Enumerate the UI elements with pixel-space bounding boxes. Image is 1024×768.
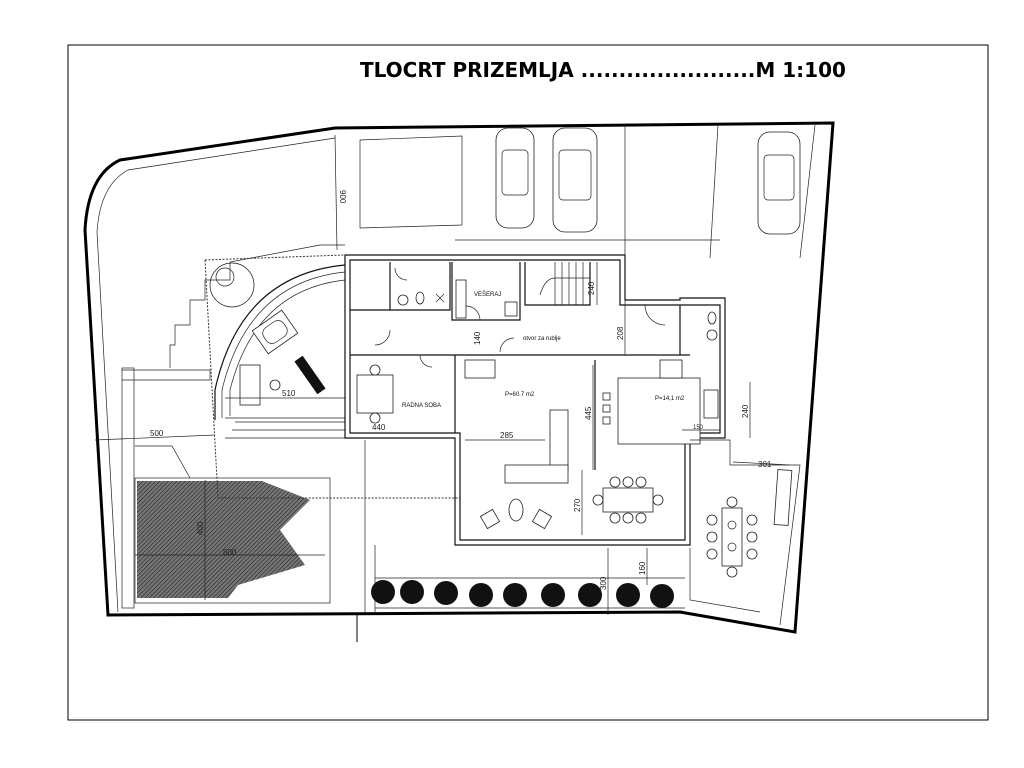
dim-stair-depth: 240 [587, 281, 596, 295]
armchair-icon [479, 508, 501, 530]
garden-steps [169, 244, 345, 368]
room-label-laundry-hatch: otvor za rublje [523, 336, 561, 342]
sink-icon [706, 329, 718, 341]
dimension-line [334, 134, 338, 251]
terrace-outline [204, 254, 460, 499]
terrace-arc-outer [214, 264, 346, 420]
dim-front-yard-depth: 300 [599, 576, 608, 590]
dim-hedge-offset: 160 [638, 561, 647, 575]
tree-icon [209, 262, 255, 308]
dim-study-width: 440 [372, 423, 386, 432]
armchair-icon [531, 508, 553, 530]
bathtub-icon [455, 279, 467, 319]
dining-table-indoor [592, 476, 664, 524]
drawing-title: TLOCRT PRIZEMLJA .......................… [360, 58, 846, 82]
shrub-icon [578, 583, 602, 607]
dim-kitchen-wall: 240 [741, 404, 750, 418]
washing-machine-icon [504, 301, 518, 317]
fitness-equipment-icon [269, 379, 281, 391]
pool-steps [135, 445, 191, 479]
inner-boundary [96, 137, 336, 613]
tree-icon [215, 267, 235, 287]
coffee-table-icon [508, 498, 524, 522]
sheet-frame [67, 44, 989, 721]
dim-parking-depth: 900 [338, 190, 347, 204]
stool-icon [602, 392, 611, 401]
door-swings [374, 267, 666, 368]
chair-icon [369, 364, 381, 376]
car-icon [495, 127, 535, 229]
sink-icon [397, 294, 409, 306]
shrub-icon [371, 580, 395, 604]
dim-corridor-depth: 140 [473, 331, 482, 345]
chair-icon [369, 412, 381, 424]
dim-pool-depth: 400 [196, 521, 205, 535]
dim-terrace-width: 510 [282, 389, 296, 398]
sunbed-icon [239, 364, 261, 406]
terrace-arc-inner [221, 271, 346, 418]
dim-pool-width: 800 [223, 548, 237, 557]
shrub-icon [616, 583, 640, 607]
dimension-line [732, 461, 791, 466]
shrub-icon [541, 583, 565, 607]
dim-living-depth: 445 [584, 406, 593, 420]
garden-wall-left [121, 367, 135, 609]
car-icon [757, 131, 801, 235]
driveway-lines [455, 124, 816, 259]
shrub-icon [469, 583, 493, 607]
dim-garden-width: 500 [150, 429, 164, 438]
patio-outline [689, 439, 801, 626]
car-icon [552, 127, 598, 233]
site-boundary [83, 121, 835, 634]
dim-kitchen-counter: 150 [693, 425, 704, 431]
shower-icon [435, 293, 445, 303]
shrub-icon [434, 581, 458, 605]
shrub-icon [650, 584, 674, 608]
toilet-icon [707, 311, 717, 325]
desk-icon [356, 374, 394, 414]
interior-walls [350, 262, 690, 470]
staircase [539, 262, 590, 305]
garden-wall [122, 369, 211, 381]
dimension-line [94, 434, 216, 441]
shrub-icon [503, 583, 527, 607]
dim-hall-depth: 208 [616, 326, 625, 340]
pool-surround [134, 477, 331, 604]
room-label-kitchen-area: P=14,1 m2 [655, 396, 685, 402]
sofa-icon [549, 409, 569, 471]
bench-icon [294, 355, 326, 395]
cooktop-icon [659, 359, 683, 379]
stove-icon [464, 359, 496, 379]
shrub-icon [400, 580, 424, 604]
room-label-living-area: P=60.7 m2 [505, 392, 535, 398]
toilet-icon [415, 291, 425, 305]
room-label-study: RADNA SOBA [402, 403, 441, 409]
front-yard-lines [364, 440, 685, 612]
pool-water [137, 481, 310, 598]
jacuzzi-icon [251, 309, 299, 355]
sink-icon [703, 389, 719, 419]
dim-living-width: 285 [500, 431, 514, 440]
room-label-laundry: VEŠERAJ [474, 291, 501, 298]
stool-icon [602, 404, 611, 413]
stool-icon [602, 416, 611, 425]
hedge-shrubs [371, 580, 674, 608]
dim-dining-depth: 270 [573, 498, 582, 512]
dining-table-outdoor [706, 496, 758, 578]
kitchen-island [617, 377, 701, 445]
dim-patio-width: 301 [758, 460, 772, 469]
sofa-icon [504, 464, 569, 484]
parking-area [359, 135, 463, 229]
outdoor-counter [773, 469, 793, 526]
terrace-edge [225, 417, 345, 439]
